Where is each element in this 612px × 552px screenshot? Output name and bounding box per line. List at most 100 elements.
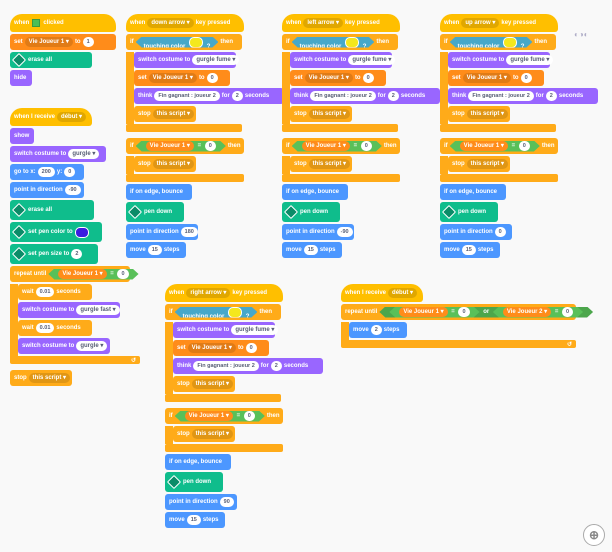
color-swatch-yellow[interactable] [503,37,517,48]
touching-color-sensor[interactable]: touching color ? [450,37,533,48]
seconds-input[interactable]: 2 [387,91,399,101]
steps-input[interactable]: 15 [147,245,162,255]
block-wait[interactable]: wait 0.01 seconds [18,284,92,300]
block-point-direction[interactable]: point in direction 180 [126,224,198,240]
steps-input[interactable]: 15 [303,245,318,255]
block-erase-all[interactable]: erase all [10,200,94,220]
value-input[interactable]: 0 [362,73,374,83]
block-pen-down[interactable]: pen down [126,202,184,222]
block-if-touching-color[interactable]: if touching color ? then [126,34,242,50]
hat-when-key-pressed[interactable]: when down arrow key pressed [126,14,244,32]
direction-input[interactable]: 0 [494,227,506,237]
value-input[interactable]: 0 [245,343,257,353]
block-set-variable[interactable]: set Vie Joueur 1 to 0 [173,340,269,356]
block-point-direction[interactable]: point in direction 90 [165,494,237,510]
block-switch-costume[interactable]: switch costume to gurgle fast [18,302,120,318]
block-stop[interactable]: stop this script [134,106,196,122]
direction-input[interactable]: -90 [336,227,353,237]
block-if-touching-color[interactable]: if touching color ? then [165,304,281,320]
block-stop[interactable]: stop this script [173,426,235,442]
block-if-on-edge-bounce[interactable]: if on edge, bounce [440,184,506,200]
block-if-touching-color[interactable]: if touching color ? then [282,34,398,50]
block-point-direction[interactable]: point in direction -90 [282,224,354,240]
block-erase-all[interactable]: erase all [10,52,92,68]
value-input[interactable]: 0 [519,141,530,151]
zoom-in-icon[interactable]: ⊕ [583,524,605,546]
stop-dropdown[interactable]: this script [308,159,351,169]
block-move[interactable]: move 15 steps [440,242,500,258]
key-dropdown[interactable]: left arrow [303,18,344,28]
or-operator[interactable]: Vie Joueur 1 = 0 or Vie Joueur 2 = 0 [379,307,593,318]
block-pen-down[interactable]: pen down [282,202,340,222]
stop-dropdown[interactable]: this script [466,159,509,169]
block-stop[interactable]: stop this script [10,370,72,386]
direction-input[interactable]: -90 [64,185,81,195]
block-if-equals[interactable]: if Vie Joueur 1 = 0 then [282,138,400,154]
block-switch-costume[interactable]: switch costume to gurgle fume [173,322,279,338]
block-switch-costume[interactable]: switch costume to gurgle fume [448,52,554,68]
block-set-pen-size[interactable]: set pen size to 2 [10,244,98,264]
block-show[interactable]: show [10,128,34,144]
var-reporter[interactable]: Vie Joueur 1 [460,141,508,151]
value-input[interactable]: 0 [458,307,469,317]
hat-when-key-pressed[interactable]: when right arrow key pressed [165,284,283,302]
x-input[interactable]: 200 [37,167,55,177]
block-if-equals[interactable]: if Vie Joueur 1 = 0 then [440,138,558,154]
steps-input[interactable]: 15 [461,245,476,255]
message-dropdown[interactable]: début [57,112,87,122]
variable-dropdown[interactable]: Vie Joueur 1 [148,73,197,83]
block-set-variable[interactable]: set Vie Joueur 1 to 1 [10,34,116,50]
seconds-input[interactable]: 2 [231,91,243,101]
direction-input[interactable]: 90 [219,497,234,507]
message-input[interactable]: Fin gagnant : joueur 2 [154,91,220,101]
stop-dropdown[interactable]: this script [466,109,509,119]
hat-when-key-pressed[interactable]: when up arrow key pressed [440,14,558,32]
seconds-input[interactable]: 2 [270,361,282,371]
costume-dropdown[interactable]: gurgle fume [192,55,240,65]
steps-input[interactable]: 2 [370,325,382,335]
y-input[interactable]: 0 [64,167,76,177]
color-swatch-yellow[interactable] [228,307,242,318]
block-pen-down[interactable]: pen down [165,472,223,492]
block-think-for[interactable]: think Fin gagnant : joueur 2 for 2 secon… [448,88,598,104]
block-think-for[interactable]: think Fin gagnant : joueur 2 for 2 secon… [134,88,284,104]
block-if-on-edge-bounce[interactable]: if on edge, bounce [282,184,348,200]
stop-dropdown[interactable]: this script [152,109,195,119]
var-reporter[interactable]: Vie Joueur 1 [399,307,447,317]
direction-input[interactable]: 180 [180,227,198,237]
block-set-variable[interactable]: set Vie Joueur 1 to 0 [290,70,386,86]
message-dropdown[interactable]: début [388,288,418,298]
hat-when-key-pressed[interactable]: when left arrow key pressed [282,14,400,32]
block-stop[interactable]: stop this script [448,156,510,172]
block-stop[interactable]: stop this script [290,156,352,172]
stop-dropdown[interactable]: this script [152,159,195,169]
costume-dropdown[interactable]: gurgle fume [231,325,279,335]
equals-operator[interactable]: Vie Joueur 1 = 0 [175,411,265,422]
block-switch-costume[interactable]: switch costume to gurgle fume [290,52,396,68]
equals-operator[interactable]: Vie Joueur 1 = 0 [389,307,479,318]
block-move[interactable]: move 15 steps [282,242,342,258]
stop-dropdown[interactable]: this script [308,109,351,119]
stop-dropdown[interactable]: this script [28,373,71,383]
block-go-to-xy[interactable]: go to x: 200 y: 0 [10,164,84,180]
block-move[interactable]: move 15 steps [126,242,186,258]
block-repeat-until[interactable]: repeat until Vie Joueur 1 = 0 [10,266,130,282]
block-switch-costume[interactable]: switch costume to gurgle [10,146,106,162]
stop-dropdown[interactable]: this script [191,429,234,439]
variable-dropdown[interactable]: Vie Joueur 1 [24,37,73,47]
block-move[interactable]: move 2 steps [349,322,407,338]
block-move[interactable]: move 15 steps [165,512,225,528]
key-dropdown[interactable]: down arrow [147,18,194,28]
block-switch-costume[interactable]: switch costume to gurgle fume [134,52,240,68]
block-stop[interactable]: stop this script [448,106,510,122]
block-stop[interactable]: stop this script [134,156,196,172]
block-set-pen-color[interactable]: set pen color to [10,222,102,242]
block-switch-costume[interactable]: switch costume to gurgle [18,338,110,354]
wait-input[interactable]: 0.01 [35,287,55,297]
var-reporter[interactable]: Vie Joueur 1 [302,141,350,151]
block-if-touching-color[interactable]: if touching color ? then [440,34,556,50]
equals-operator[interactable]: Vie Joueur 1 = 0 [136,141,226,152]
value-input[interactable]: 1 [82,37,94,47]
value-input[interactable]: 0 [206,73,218,83]
